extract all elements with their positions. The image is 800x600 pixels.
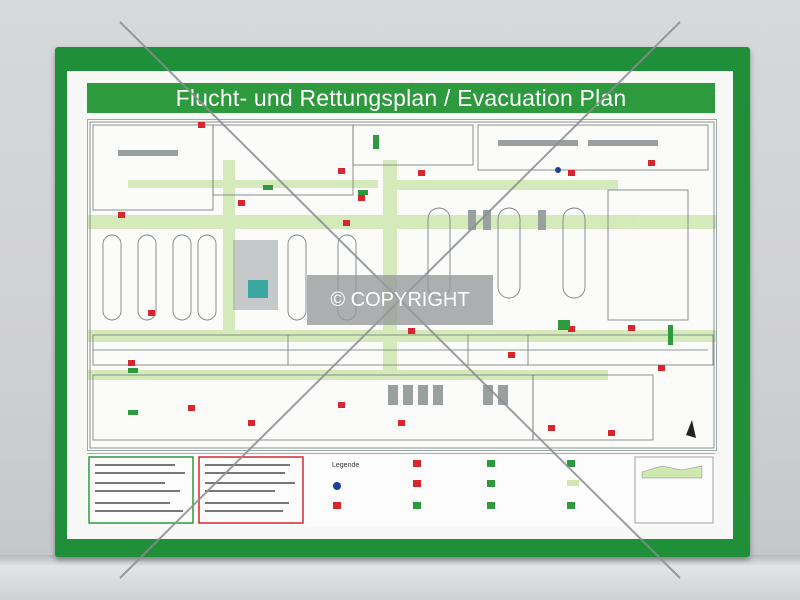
building-cores [118, 140, 658, 405]
legend-area: Legende [87, 453, 715, 526]
behaviour-box-emergency [198, 456, 304, 524]
legend-text-lines [95, 464, 295, 512]
safety-signs [118, 122, 665, 436]
legend-point-icon [567, 502, 575, 509]
floor-plan-drawing [88, 121, 716, 449]
legend-route-area-icon [567, 480, 579, 486]
exit-signs [128, 135, 673, 415]
legend-hose-icon [413, 480, 421, 487]
wall-ledge [0, 555, 800, 600]
legend-doctor-icon [487, 502, 495, 509]
title-block [634, 456, 714, 524]
legend-firstaid-icon [413, 502, 421, 509]
stairs-marker [248, 280, 268, 298]
legend-route-icon [567, 460, 575, 467]
overview-map [641, 465, 703, 479]
behaviour-box-fire [88, 456, 194, 524]
poster-title: Flucht- und Rettungsplan / Evacuation Pl… [87, 83, 715, 113]
copyright-watermark: © COPYRIGHT [307, 275, 493, 325]
legend-assembly-icon [333, 482, 341, 490]
legend-alarm-icon [413, 460, 421, 467]
north-arrow [686, 420, 696, 438]
legend-title: Legende [332, 462, 360, 469]
legend-escape-icon [487, 480, 495, 487]
legend-drawing [88, 456, 714, 524]
walls [89, 121, 715, 449]
legend-exit-icon [487, 460, 495, 467]
assembly-point-dot [555, 167, 561, 173]
legend-extinguisher-icon [333, 502, 341, 509]
